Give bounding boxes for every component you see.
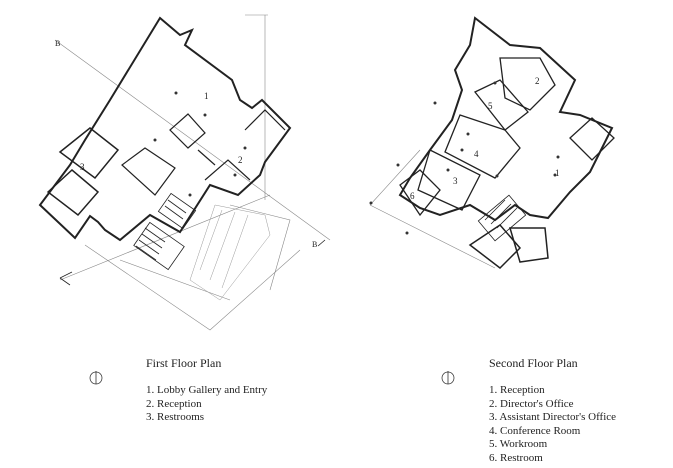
legend-item: 1. Reception — [489, 384, 545, 396]
legend-item: 6. Restroom — [489, 451, 543, 464]
second-floor-room-number: 1 — [555, 168, 560, 178]
first-floor-room-number: 2 — [238, 155, 243, 165]
second-floor-title: Second Floor Plan — [489, 356, 578, 370]
second-floor-room-number: 2 — [535, 76, 540, 86]
second-floor-room-number: 6 — [410, 191, 415, 201]
legend-item: 5. Workroom — [489, 438, 548, 450]
first-floor-legend: 1. Lobby Gallery and Entry 2. Reception … — [146, 384, 267, 425]
legend-item: 4. Conference Room — [489, 424, 581, 437]
legend-item: 3. Assistant Director's Office — [489, 411, 617, 423]
legend-item: 1. Lobby Gallery and Entry — [146, 384, 268, 396]
second-floor-plan — [369, 16, 615, 269]
first-floor-plan — [38, 14, 331, 331]
north-arrow-icon — [441, 371, 455, 385]
section-mark: B — [55, 39, 60, 48]
first-floor-room-number: 3 — [80, 162, 85, 172]
legend-item: 3. Restrooms — [146, 411, 205, 423]
legend-item: 2. Reception — [146, 397, 202, 410]
second-floor-legend: 1. Reception 2. Director's Office 3. Ass… — [489, 384, 616, 465]
legend-item: 2. Director's Office — [489, 397, 574, 410]
first-floor-room-number: 1 — [204, 91, 209, 101]
section-mark: B — [312, 240, 317, 249]
second-floor-room-number: 5 — [488, 101, 493, 111]
first-floor-title: First Floor Plan — [146, 356, 222, 370]
north-arrow-icon — [89, 371, 103, 385]
second-floor-room-number: 4 — [474, 149, 479, 159]
second-floor-room-number: 3 — [453, 176, 458, 186]
